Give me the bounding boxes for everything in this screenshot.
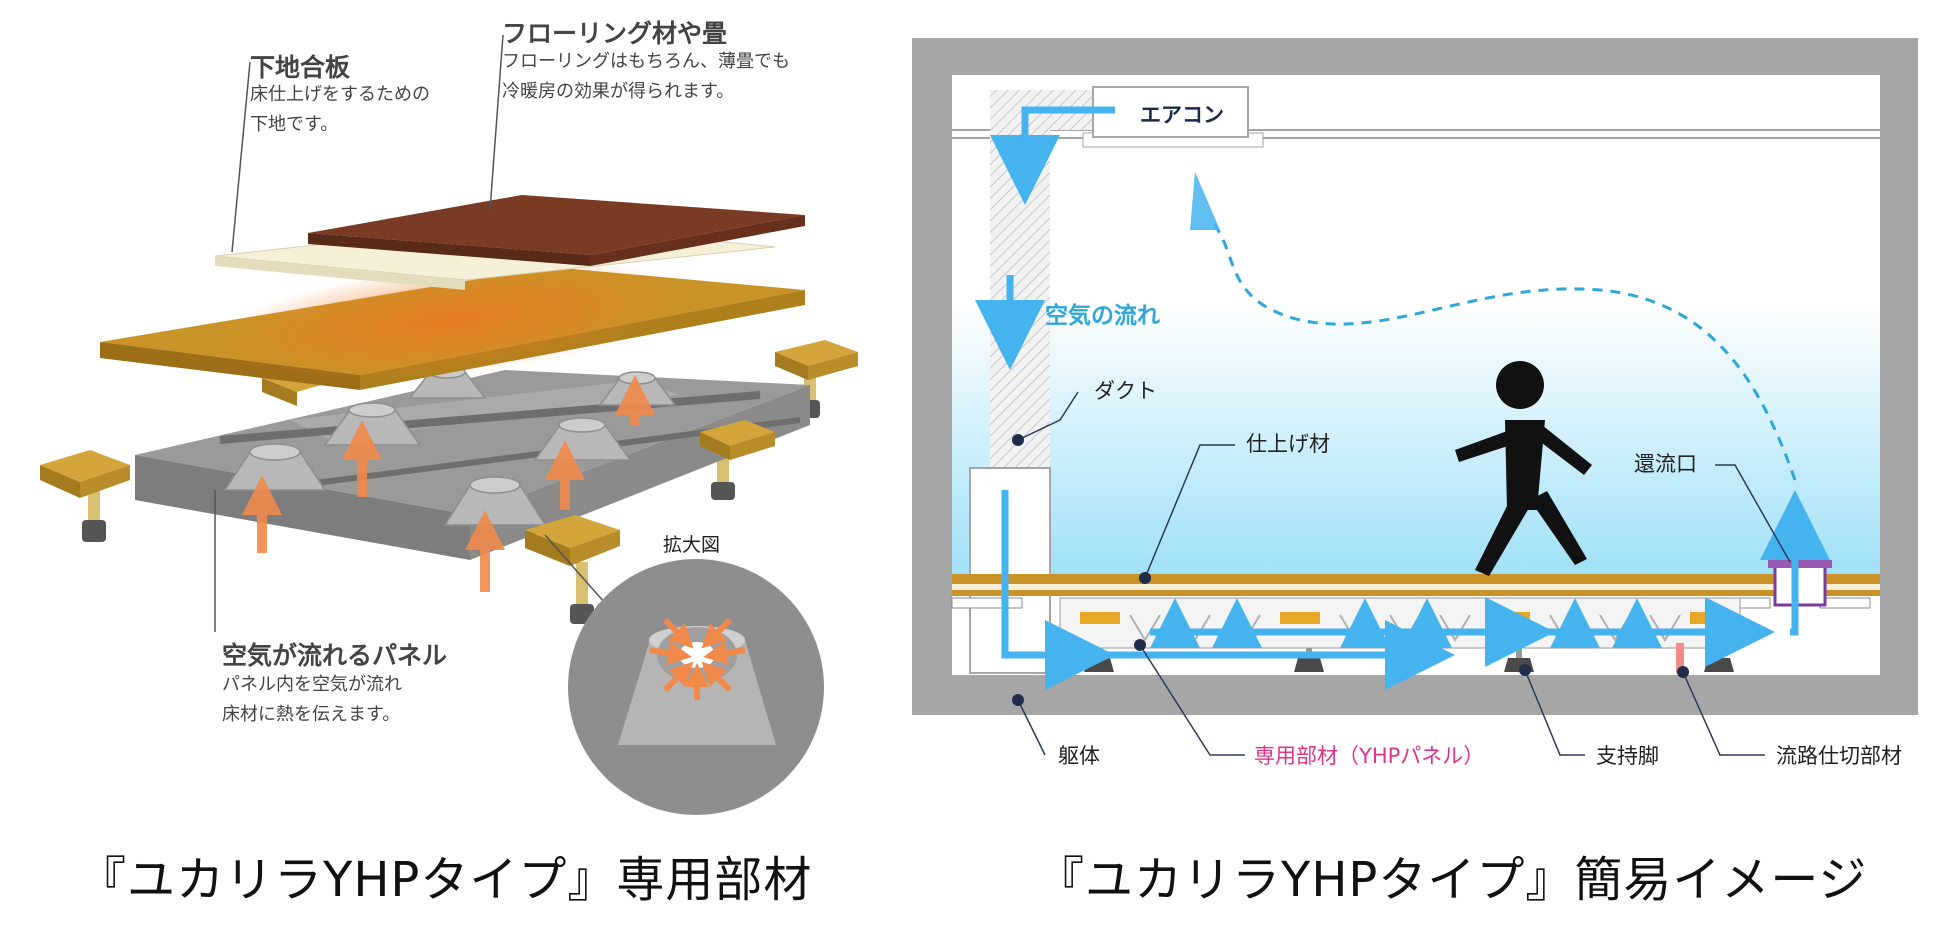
flooring-desc-2: 冷暖房の効果が得られます。 <box>502 81 735 102</box>
flooring-title: フローリング材や畳 <box>502 19 728 48</box>
support-label: 支持脚 <box>1596 744 1659 768</box>
finish-label: 仕上げ材 <box>1246 432 1330 456</box>
corner-pads <box>40 340 858 566</box>
left-caption: 『ユカリラYHPタイプ』専用部材 <box>78 852 813 908</box>
plywood-title: 下地合板 <box>250 53 351 82</box>
body-label: 躯体 <box>1058 744 1100 768</box>
panel-title: 空気が流れるパネル <box>222 641 448 670</box>
return-port <box>1773 561 1827 607</box>
panel-label: 専用部材（YHPパネル） <box>1254 744 1485 768</box>
right-caption: 『ユカリラYHPタイプ』簡易イメージ <box>1036 852 1868 908</box>
zoom-label: 拡大図 <box>663 534 721 556</box>
panel-exploded-illustration <box>40 34 858 815</box>
plywood-desc-1: 床仕上げをするための <box>250 84 430 105</box>
return-port-label: 還流口 <box>1634 452 1697 476</box>
partition-label: 流路仕切部材 <box>1776 744 1902 768</box>
duct-label: ダクト <box>1094 379 1157 403</box>
airflow-label: 空気の流れ <box>1045 303 1160 329</box>
support-feet <box>82 362 820 624</box>
panel-desc-1: パネル内を空気が流れ <box>222 674 402 695</box>
aircon-label: エアコン <box>1140 103 1224 127</box>
flow-partition <box>1676 643 1684 673</box>
zoom-circle <box>568 559 824 815</box>
panel-desc-2: 床材に熱を伝えます。 <box>222 704 401 725</box>
cross-section-diagram <box>912 38 1918 756</box>
aircon-unit <box>1082 86 1264 148</box>
flooring-desc-1: フローリングはもちろん、薄畳でも <box>502 51 790 72</box>
plywood-desc-2: 下地です。 <box>250 114 339 135</box>
person-figure <box>1455 361 1592 576</box>
